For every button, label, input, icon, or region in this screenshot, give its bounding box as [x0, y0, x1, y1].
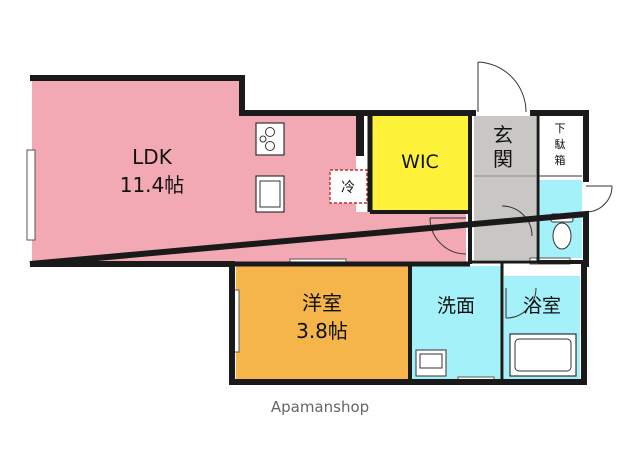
bathtub-icon	[509, 333, 577, 377]
wic-label: WIC	[401, 151, 439, 173]
hall-door	[501, 205, 533, 237]
ldk-door	[429, 217, 467, 255]
ldk-size-label: 11.4帖	[120, 173, 185, 197]
western-room-label: 洋室	[302, 291, 342, 315]
entrance-label-1: 玄	[493, 123, 513, 147]
western-room-size-label: 3.8帖	[296, 319, 348, 343]
front-door	[477, 61, 527, 113]
washbasin-icon	[415, 349, 447, 377]
room-fills	[32, 80, 582, 380]
washroom-label: 洗面	[437, 295, 475, 317]
bathroom-label: 浴室	[523, 295, 561, 317]
fixtures	[255, 122, 582, 377]
western-room-floor	[236, 266, 408, 380]
stove-icon	[255, 122, 285, 156]
entrance-label-2: 関	[493, 147, 513, 171]
shoe-box-floor	[538, 116, 582, 176]
kitchen-sink-icon	[255, 175, 285, 213]
toilet-door	[585, 185, 613, 213]
doors	[429, 61, 613, 319]
shoe-box-label-1: 下	[555, 122, 566, 135]
ldk-window	[26, 149, 36, 241]
walls	[29, 75, 589, 385]
labels: LDK 11.4帖 WIC 冷 玄 関 下 駄 箱 洋室 3.8帖 洗面 浴室	[120, 122, 566, 343]
entrance-floor	[474, 116, 536, 260]
wic-floor	[370, 116, 468, 212]
watermark-text: Apamanshop	[271, 398, 369, 416]
fridge-label: 冷	[341, 180, 355, 196]
ldk-label: LDK	[132, 145, 173, 169]
shoe-box-label-2: 駄	[555, 137, 566, 151]
kitchen-column	[356, 116, 364, 156]
fridge-space-icon	[329, 169, 368, 204]
shoe-box-label-3: 箱	[555, 153, 566, 167]
bathroom-door	[505, 287, 537, 319]
